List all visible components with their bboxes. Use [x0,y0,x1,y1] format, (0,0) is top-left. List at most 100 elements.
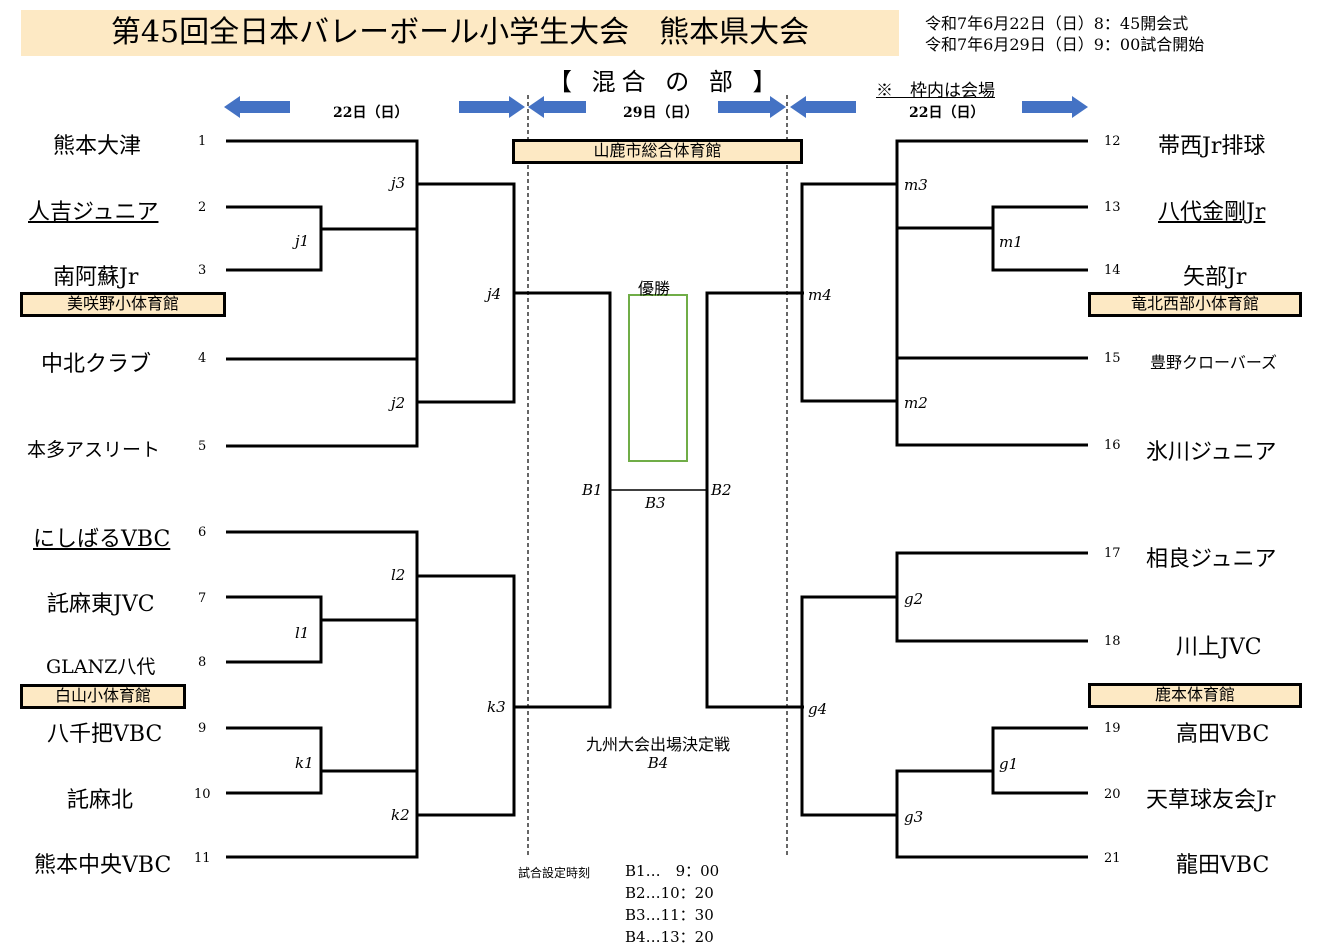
arrow-center-left [528,96,586,118]
match-label-j4: j4 [487,285,502,303]
team-5: 本多アスリート [27,439,161,461]
match-label-m2: m2 [904,394,928,412]
bracket-l2-k2-line [226,530,419,859]
date-line-opening: 令和7年6月22日（日）8：45開会式 [925,14,1189,33]
team-1: 熊本大津 [53,134,142,159]
team-19: 高田VBC [1176,722,1270,747]
bracket-g1-line [991,726,1088,795]
bracket-b2-line [705,291,804,709]
team-number-4: 4 [198,351,207,366]
match-label-m3: m3 [904,176,928,194]
match-label-j3: j3 [391,174,406,192]
schedule-b4: B4…13：20 [625,928,714,946]
team-number-19: 19 [1104,721,1121,736]
arrow-right-outward [1022,96,1088,118]
date-line-matches: 令和7年6月29日（日）9：00試合開始 [925,35,1205,54]
team-9: 八千把VBC [47,722,163,747]
team-4: 中北クラブ [41,352,152,377]
team-8: GLANZ八代 [46,656,156,678]
team-17: 相良ジュニア [1146,547,1277,572]
arrow-right-inward [790,96,856,118]
team-number-1: 1 [198,134,207,149]
team-12: 帯西Jr排球 [1158,134,1266,159]
venue-left-bottom: 白山小体育館 [20,684,186,709]
division-title: 【 混合 の 部 】 [548,68,783,96]
team-number-20: 20 [1104,787,1121,802]
venue-note: ※ 枠内は会場 [876,81,995,101]
team-number-9: 9 [198,721,207,736]
match-label-l1: l1 [295,624,310,642]
team-number-6: 6 [198,525,207,540]
team-number-14: 14 [1104,263,1121,278]
team-21: 龍田VBC [1176,853,1270,878]
team-number-15: 15 [1104,351,1121,366]
bracket-m1-line [991,205,1088,272]
team-6: にしばるVBC [33,527,171,552]
team-number-11: 11 [194,851,211,866]
match-label-b2: B2 [711,481,732,499]
team-number-3: 3 [198,263,207,278]
team-15: 豊野クローバーズ [1150,353,1278,372]
arrow-left-inward [459,96,525,118]
match-label-m1: m1 [999,233,1023,251]
bracket-lines [226,139,1088,859]
day-label-center: 29日（日） [623,105,699,121]
bracket-j3-j2-line [226,139,419,361]
team-18: 川上JVC [1176,635,1262,660]
team-number-12: 12 [1104,134,1121,149]
bracket-g4-line [800,595,897,817]
bracket-j2-bottom [226,359,419,448]
match-label-g2: g2 [904,590,924,608]
match-label-g4: g4 [808,700,828,718]
team-number-10: 10 [194,787,211,802]
day-label-right: 22日（日） [909,105,985,121]
team-number-2: 2 [198,200,207,215]
team-16: 氷川ジュニア [1146,440,1277,465]
team-3: 南阿蘇Jr [53,265,139,290]
schedule-b2: B2…10：20 [625,884,714,902]
schedule-b1: B1… 9：00 [625,862,720,880]
venue-right-top: 竜北西部小体育館 [1088,292,1302,317]
team-2: 人吉ジュニア [28,200,159,225]
team-number-17: 17 [1104,546,1121,561]
team-10: 託麻北 [67,788,134,813]
bracket-l1-line [226,595,323,664]
winner-label: 優勝 [638,279,671,298]
match-label-j2: j2 [391,394,406,412]
team-11: 熊本中央VBC [34,853,172,878]
team-number-16: 16 [1104,438,1121,453]
schedule-b3: B3…11：30 [625,906,714,924]
bracket-g3-line [895,769,1088,859]
bracket-k1-line [226,726,323,795]
team-number-5: 5 [198,439,207,454]
match-label-g1: g1 [999,755,1019,773]
match-label-b1: B1 [582,481,603,499]
bracket-j1-line [226,205,323,272]
venue-center: 山鹿市総合体育館 [512,139,803,164]
b4-label: B4 [647,754,669,772]
team-number-18: 18 [1104,634,1121,649]
match-label-k1: k1 [295,754,314,772]
team-7: 託麻東JVC [47,592,155,617]
match-label-k2: k2 [391,806,410,824]
team-20: 天草球友会Jr [1146,788,1276,813]
venue-left-top: 美咲野小体育館 [20,292,226,317]
title-background [21,10,899,56]
team-number-7: 7 [198,591,207,606]
match-label-k3: k3 [487,698,506,716]
match-label-l2: l2 [391,566,406,584]
venue-right-bottom: 鹿本体育館 [1088,683,1302,708]
match-label-j1: j1 [295,232,310,250]
schedule-label: 試合設定時刻 [518,866,591,880]
bracket-g2-line [895,551,1088,643]
team-number-21: 21 [1104,851,1121,866]
match-label-m4: m4 [808,286,832,304]
page-title: 第45回全日本バレーボール小学生大会 熊本県大会 [110,15,810,50]
bracket-b1-line [514,291,612,709]
arrow-center-right [718,96,786,118]
match-label-b3: B3 [645,494,666,512]
team-number-13: 13 [1104,200,1121,215]
team-13: 八代金剛Jr [1158,200,1266,225]
team-14: 矢部Jr [1183,265,1247,290]
